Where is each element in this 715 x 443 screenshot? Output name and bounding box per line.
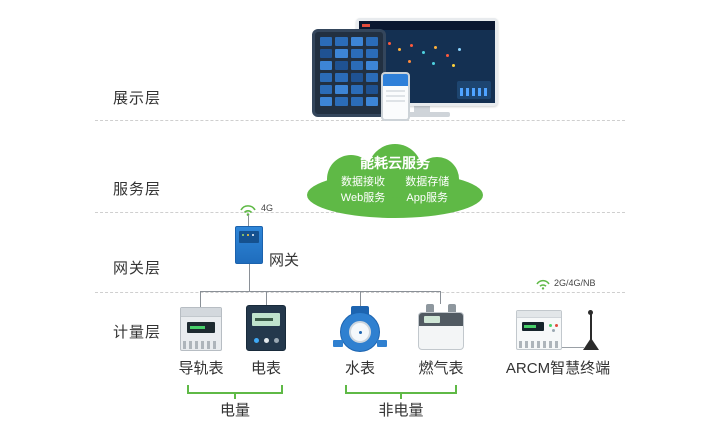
arcm-terminal-top (517, 311, 561, 318)
gateway-signal-label: 4G (261, 203, 274, 213)
antenna-base (583, 338, 599, 350)
group-bracket-electric (187, 385, 283, 399)
wifi-icon (536, 279, 550, 290)
cloud-service-item: 数据接收 (340, 176, 385, 188)
arcm-terminal-display (522, 322, 544, 331)
cloud-service-item: 数据存储 (405, 176, 450, 188)
map-marker-dots (388, 42, 391, 45)
water-meter-cap (351, 306, 369, 316)
group-bracket-nonelectric (345, 385, 457, 399)
group-label-nonelectric: 非电量 (378, 402, 424, 419)
phone-app-header (383, 74, 408, 86)
layer-separator (95, 120, 625, 121)
cloud-services: 数据接收 Web服务 数据存储 App服务 (303, 174, 487, 206)
arcm-terminal (516, 310, 562, 350)
phone-app (381, 72, 410, 121)
layer-label-gateway: 网关层 (113, 260, 162, 277)
antenna-wire (562, 347, 584, 348)
water-meter (333, 306, 387, 352)
connector-bus (200, 291, 441, 292)
din-rail-meter-top (181, 308, 221, 317)
electric-meter-buttons (254, 338, 259, 343)
cloud-column-left: 数据接收 Web服务 (341, 174, 385, 206)
gas-meter (418, 304, 464, 350)
connector-drop-din (200, 291, 201, 307)
arcm-signal-label: 2G/4G/NB (554, 278, 596, 288)
dashboard-chart-widget (457, 81, 491, 99)
cloud-service-item: Web服务 (340, 192, 386, 204)
din-rail-meter-display (187, 322, 215, 333)
meter-label-gas: 燃气表 (418, 360, 464, 377)
layer-label-display: 展示层 (113, 90, 162, 107)
dashboard-topbar (359, 21, 495, 30)
meter-label-arcm: ARCM智慧终端 (505, 360, 611, 377)
cloud-service-item: App服务 (406, 192, 448, 204)
group-label-electric: 电量 (219, 402, 250, 419)
meter-label-water: 水表 (344, 360, 375, 377)
antenna-icon (590, 314, 592, 344)
connector-drop-panel (266, 291, 267, 305)
electric-meter (246, 305, 286, 351)
arcm-terminal-leds (549, 324, 552, 327)
tablet-dashboard (312, 29, 386, 117)
gateway-label: 网关 (269, 252, 300, 269)
water-meter-pipe-left (333, 340, 343, 347)
gas-meter-pipe-left (426, 304, 434, 314)
gas-meter-pipe-right (448, 304, 456, 314)
electric-meter-display (252, 313, 280, 326)
water-meter-dial (349, 321, 371, 343)
connector-drop-gas (440, 291, 441, 304)
gateway-antenna-line (248, 215, 249, 226)
meter-label-din: 导轨表 (178, 360, 224, 377)
gas-meter-body (418, 312, 464, 350)
gateway-device-panel (239, 231, 259, 243)
meter-label-electric: 电表 (250, 360, 281, 377)
connector-gateway-down (249, 264, 250, 291)
antenna-tip (588, 310, 593, 315)
cloud-column-right: 数据存储 App服务 (405, 174, 449, 206)
layer-label-metering: 计量层 (113, 324, 162, 341)
monitor-base (394, 112, 450, 117)
wifi-icon (240, 205, 256, 216)
monitor-stand (414, 103, 430, 112)
cloud-shape (307, 144, 483, 218)
din-rail-meter-terminals (183, 341, 219, 349)
arcm-terminal-terminals (519, 341, 559, 348)
connector-drop-water (360, 291, 361, 306)
gateway-device (235, 226, 263, 264)
phone-app-content (386, 90, 405, 92)
water-meter-pipe-right (377, 340, 387, 347)
cloud-title: 能耗云服务 (360, 155, 430, 171)
din-rail-meter (180, 307, 222, 351)
layer-label-service: 服务层 (113, 181, 162, 198)
gas-meter-display-band (419, 313, 463, 326)
